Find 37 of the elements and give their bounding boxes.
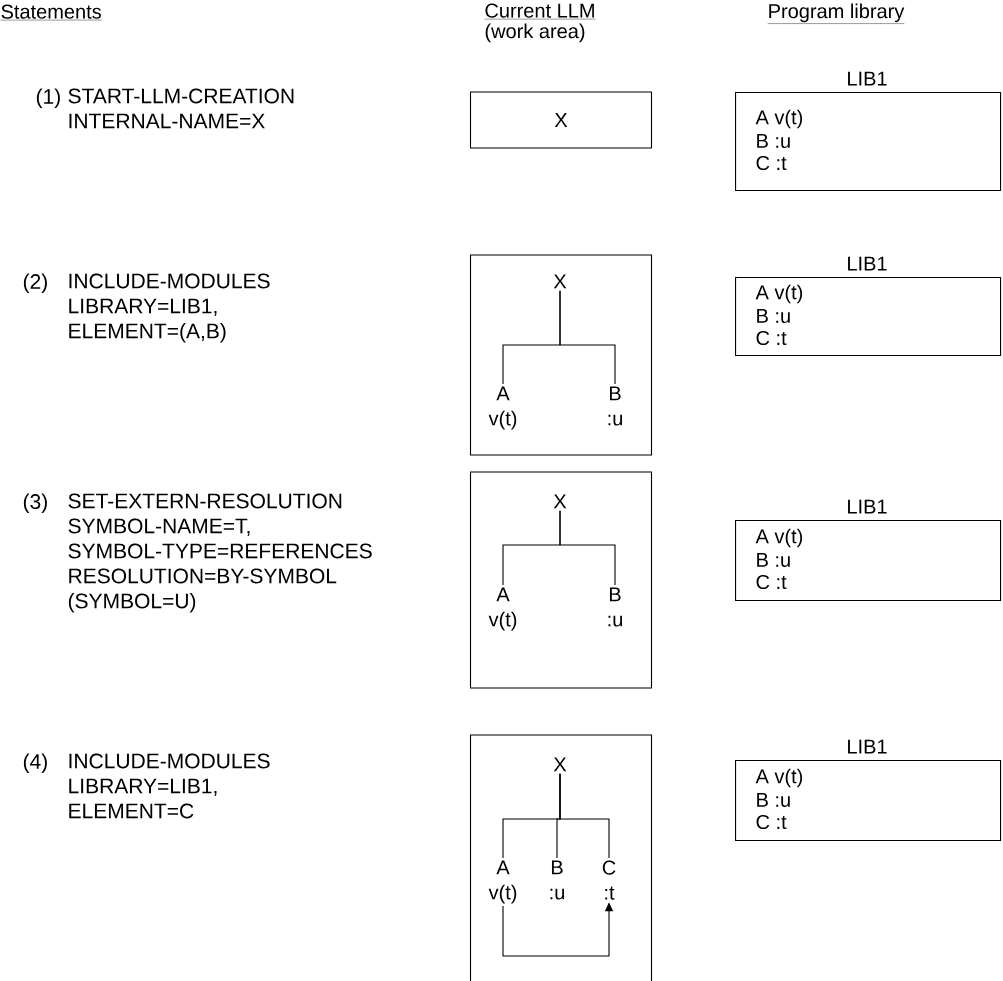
work-area-box <box>469 734 653 981</box>
work-area-box <box>469 471 653 689</box>
tree-connector <box>559 290 616 385</box>
library-name: LIB1 <box>848 256 887 271</box>
tree-connector <box>559 773 610 859</box>
module-label: B :u <box>608 386 622 426</box>
step-number: (2) <box>23 273 47 294</box>
step-number: (3) <box>23 493 47 514</box>
statement-text: INCLUDE-MODULES LIBRARY=LIB1, ELEMENT=(A,B) <box>69 273 270 343</box>
library-box: A v(t) B :u C :t <box>735 520 1002 602</box>
module-label: X <box>553 757 567 772</box>
tree-connector <box>559 510 616 586</box>
module-label: B :u <box>608 587 622 627</box>
module-label: X <box>553 274 567 289</box>
statement-text: START-LLM-CREATION INTERNAL-NAME=X <box>68 88 294 129</box>
column-heading: Program library <box>767 3 905 24</box>
library-box: A v(t) B :u C :t <box>735 760 1002 842</box>
step-number: (1) <box>36 88 60 109</box>
module-label: C :t <box>602 860 616 900</box>
work-area-box <box>469 254 653 456</box>
column-subheading: (work area) <box>485 23 585 43</box>
module-label: A v(t) <box>488 587 517 631</box>
module-label: X <box>553 494 567 509</box>
statement-text: INCLUDE-MODULES LIBRARY=LIB1, ELEMENT=C <box>69 753 270 819</box>
library-box: A v(t) B :u C :t <box>735 92 1002 192</box>
library-box: A v(t) B :u C :t <box>735 277 1002 357</box>
library-name: LIB1 <box>848 739 887 754</box>
work-area-box: X <box>469 91 653 149</box>
library-name: LIB1 <box>848 499 887 514</box>
module-label: A v(t) <box>488 386 517 430</box>
library-name: LIB1 <box>848 71 887 86</box>
module-label: A v(t) <box>488 860 517 904</box>
statement-text: SET-EXTERN-RESOLUTION SYMBOL-NAME=T, SYMBOL-TYPE=REFERENCES RESOLUTION=BY-SYMBOL (SYMBOL=U) <box>68 493 372 613</box>
column-heading: Statements <box>0 4 102 21</box>
column-heading: Current LLM <box>484 3 596 20</box>
step-number: (4) <box>23 753 47 774</box>
module-label: B :u <box>550 860 564 900</box>
